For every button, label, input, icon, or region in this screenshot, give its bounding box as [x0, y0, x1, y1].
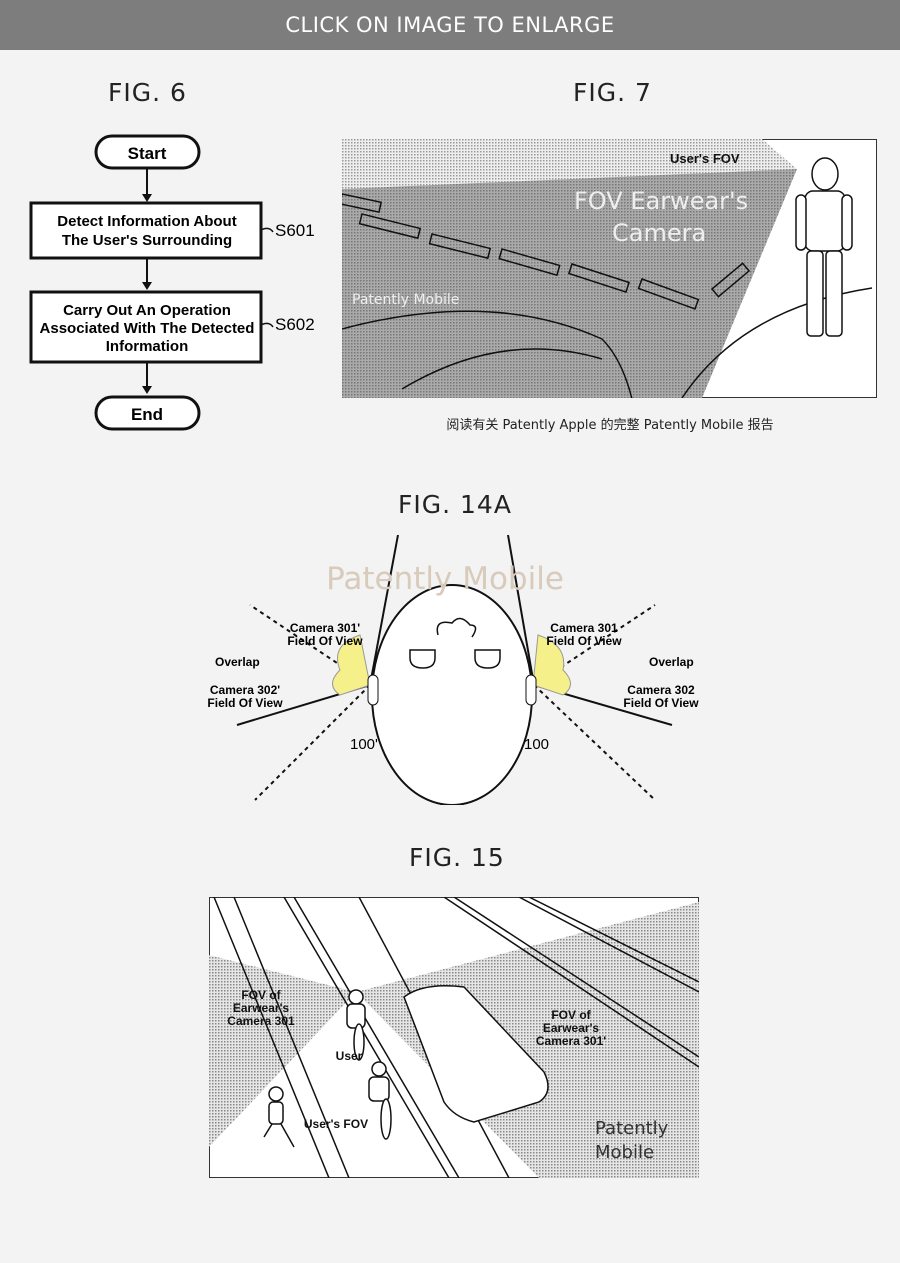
fov-left-line2: Earwear's [233, 1001, 290, 1015]
users-fov-region [342, 139, 797, 189]
s601-line1: Detect Information About [57, 213, 236, 230]
watermark: Patently Mobile [352, 292, 459, 308]
users-fov-label: User's FOV [670, 151, 740, 166]
fig14a-diagram: Camera 301' Field Of View Overlap Camera… [207, 535, 699, 805]
s602-line2: Associated With The Detected [40, 320, 255, 337]
fig15-image[interactable]: FOV of Earwear's Camera 301 FOV of Earwe… [209, 897, 699, 1178]
right-overlap-label: Overlap [649, 655, 694, 669]
right-overlap-region [532, 634, 571, 696]
right-earwear [525, 674, 537, 706]
fov-right-line1: FOV of [551, 1008, 591, 1022]
fig14a-title: FIG. 14A [398, 490, 512, 519]
left-camera-fov-region [209, 955, 356, 1147]
end-label: End [131, 405, 163, 424]
left-fov2-label: Field Of View [207, 696, 283, 710]
watermark-line2: Mobile [595, 1142, 654, 1163]
right-ref-label: 100 [524, 736, 549, 753]
s602-line3: Information [106, 338, 189, 355]
camera-fov-line1: FOV Earwear's [574, 187, 748, 215]
camera-fov-line2: Camera [612, 219, 706, 247]
user-label: User [336, 1049, 363, 1063]
right-fov2-label: Field Of View [623, 696, 699, 710]
fov-right-line3: Camera 301' [536, 1034, 606, 1048]
user-cyclist [346, 989, 366, 1061]
left-fov1-label: Field Of View [287, 634, 363, 648]
fig6-title: FIG. 6 [108, 78, 187, 107]
crosswalk-stripes [342, 193, 751, 310]
right-cam302-label: Camera 302 [627, 683, 695, 697]
cyclist [368, 1061, 392, 1140]
s602-ref: S602 [275, 315, 315, 334]
left-overlap-region [332, 634, 371, 696]
arrow-icon [142, 194, 152, 202]
fig7-image[interactable]: User's FOV FOV Earwear's Camera Patently… [342, 139, 877, 398]
car-outline [403, 985, 549, 1123]
right-cam301-label: Camera 301 [550, 621, 618, 635]
arrow-icon [142, 386, 152, 394]
pedestrian [263, 1086, 295, 1148]
step-s601-box [29, 201, 263, 260]
step-s602-box [29, 290, 263, 364]
fig7-title: FIG. 7 [573, 78, 652, 107]
eyes-icon [409, 649, 501, 669]
watermark: Patently Mobile [326, 561, 564, 597]
s601-line2: The User's Surrounding [62, 232, 232, 249]
enlarge-banner[interactable]: CLICK ON IMAGE TO ENLARGE [0, 0, 900, 50]
fig15-title: FIG. 15 [409, 843, 505, 872]
enlarge-label: CLICK ON IMAGE TO ENLARGE [285, 13, 615, 37]
s602-line1: Carry Out An Operation [63, 302, 231, 319]
fov-left-line1: FOV of [241, 988, 281, 1002]
watermark-line1: Patently [595, 1118, 669, 1139]
right-fov1-label: Field Of View [546, 634, 622, 648]
left-overlap-label: Overlap [215, 655, 260, 669]
report-link[interactable]: 阅读有关 Patently Apple 的完整 Patently Mobile … [446, 418, 774, 433]
start-label: Start [128, 144, 167, 163]
users-fov-label: User's FOV [304, 1117, 368, 1131]
left-cam302-label: Camera 302' [210, 683, 280, 697]
camera-fov-region [342, 169, 797, 398]
fov-left-line3: Camera 301 [227, 1014, 295, 1028]
arrow-icon [142, 282, 152, 290]
head-outline [371, 584, 533, 805]
hair-icon [436, 617, 477, 638]
right-camera-fov-region [356, 902, 699, 1178]
s601-ref: S601 [275, 221, 315, 240]
road-lines [213, 897, 699, 1178]
person-figure [795, 157, 853, 337]
end-terminal [94, 395, 201, 431]
car-outline [342, 310, 633, 398]
left-earwear [367, 674, 379, 706]
fov-right-line2: Earwear's [543, 1021, 600, 1035]
left-ref-label: 100' [350, 736, 378, 753]
fig6-flowchart: Start Detect Information About The User'… [29, 134, 315, 431]
left-cam301-label: Camera 301' [290, 621, 360, 635]
